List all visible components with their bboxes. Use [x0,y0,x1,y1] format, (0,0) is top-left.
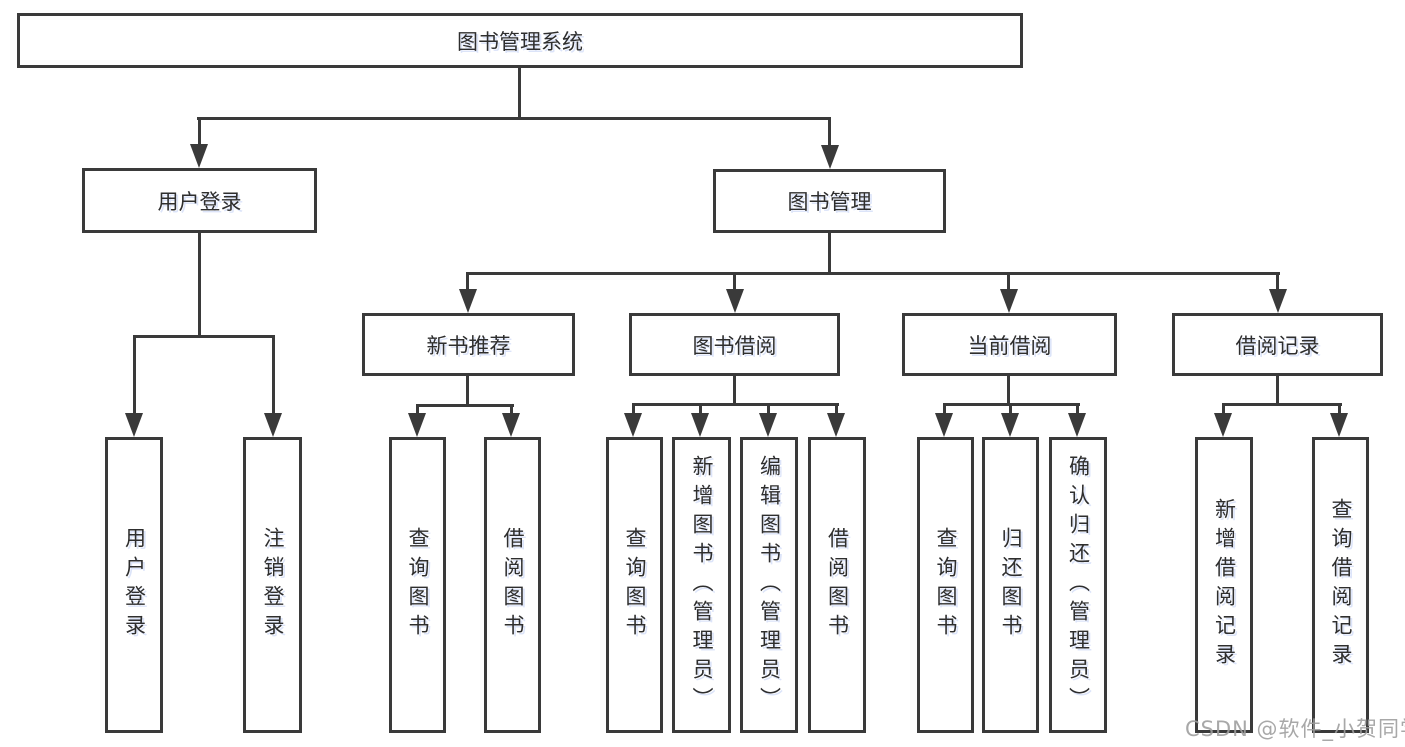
node-book-borrowing: 图书借阅 [629,313,840,376]
connector-arrow [459,289,477,313]
leaf-borrow-books-2-label: 借阅图书 [825,527,850,643]
node-book-management: 图书管理 [713,169,946,233]
connector-line [632,403,635,416]
node-root: 图书管理系统 [17,13,1023,68]
leaf-query-books-2: 查询图书 [606,437,663,733]
connector-arrow [1068,413,1086,437]
connector-line [466,376,469,407]
leaf-return-books: 归还图书 [982,437,1039,733]
connector-arrow [502,413,520,437]
connector-line [416,404,419,416]
leaf-edit-books-admin: 编辑图书（管理员） [740,437,798,733]
node-user-login: 用户登录 [82,168,317,233]
connector-line [197,117,831,120]
connector-arrow [827,413,845,437]
connector-line [767,403,770,416]
connector-arrow [935,413,953,437]
node-root-label: 图书管理系统 [457,29,583,54]
connector-arrow [1001,413,1019,437]
connector-line [733,272,736,291]
node-borrowing-records-label: 借阅记录 [1235,333,1320,358]
leaf-query-books-3-label: 查询图书 [934,527,958,643]
leaf-borrow-books-1-label: 借阅图书 [501,527,525,643]
connector-arrow [264,413,282,437]
leaf-query-borrow-record-label: 查询借阅记录 [1329,498,1353,672]
connector-line [632,403,839,406]
node-new-book-recommend: 新书推荐 [362,313,575,376]
connector-arrow [1000,289,1018,313]
connector-arrow [726,289,744,313]
node-current-borrowing: 当前借阅 [902,313,1117,376]
node-user-login-label: 用户登录 [157,189,242,214]
connector-arrow [691,413,709,437]
connector-arrow [759,413,777,437]
leaf-query-books-2-label: 查询图书 [623,527,647,643]
leaf-user-login-label: 用户登录 [122,527,147,643]
connector-line [272,335,275,415]
connector-line [699,403,702,416]
connector-line [1222,403,1225,416]
connector-line [1009,403,1012,416]
leaf-add-books-admin-label: 新增图书（管理员） [690,454,714,716]
leaf-user-login: 用户登录 [105,437,163,733]
connector-line [1007,272,1010,291]
leaf-add-borrow-record-label: 新增借阅记录 [1212,498,1237,672]
connector-line [198,233,201,337]
connector-arrow [125,413,143,437]
connector-arrow [624,413,642,437]
csdn-watermark: CSDN @软件_小贺同学 [1185,717,1405,741]
leaf-logout: 注销登录 [243,437,302,733]
connector-line [416,404,514,407]
connector-line [1276,272,1279,291]
leaf-query-books-1-label: 查询图书 [406,527,430,643]
connector-line [1276,376,1279,406]
node-book-borrowing-label: 图书借阅 [692,333,777,358]
leaf-return-books-label: 归还图书 [999,527,1023,643]
connector-line [1076,403,1079,416]
leaf-confirm-return-admin-label: 确认归还（管理员） [1066,454,1091,716]
leaf-logout-label: 注销登录 [261,527,285,643]
leaf-query-books-3: 查询图书 [917,437,974,733]
connector-line [198,117,201,146]
connector-arrow [408,413,426,437]
node-borrowing-records: 借阅记录 [1172,313,1383,376]
connector-line [466,272,1280,275]
connector-line [733,376,736,406]
connector-line [1007,376,1010,406]
leaf-confirm-return-admin: 确认归还（管理员） [1049,437,1107,733]
connector-arrow [1330,413,1348,437]
connector-arrow [1269,289,1287,313]
connector-arrow [190,144,208,168]
leaf-edit-books-admin-label: 编辑图书（管理员） [757,454,782,716]
leaf-query-books-1: 查询图书 [389,437,446,733]
leaf-borrow-books-1: 借阅图书 [484,437,541,733]
connector-line [943,403,946,416]
leaf-query-borrow-record: 查询借阅记录 [1312,437,1369,733]
leaf-add-books-admin: 新增图书（管理员） [672,437,731,733]
connector-arrow [821,145,839,169]
connector-line [518,68,521,118]
node-current-borrowing-label: 当前借阅 [967,333,1052,358]
node-book-management-label: 图书管理 [787,190,872,214]
connector-line [1222,403,1342,406]
leaf-borrow-books-2: 借阅图书 [808,437,866,733]
connector-line [1338,403,1341,416]
connector-arrow [1214,413,1232,437]
connector-line [133,335,275,338]
node-new-book-recommend-label: 新书推荐 [426,333,511,358]
leaf-add-borrow-record: 新增借阅记录 [1195,437,1253,733]
connector-line [828,117,831,147]
connector-line [466,272,469,291]
connector-line [510,404,513,416]
connector-line [835,403,838,416]
connector-line [828,233,831,274]
connector-line [133,335,136,415]
